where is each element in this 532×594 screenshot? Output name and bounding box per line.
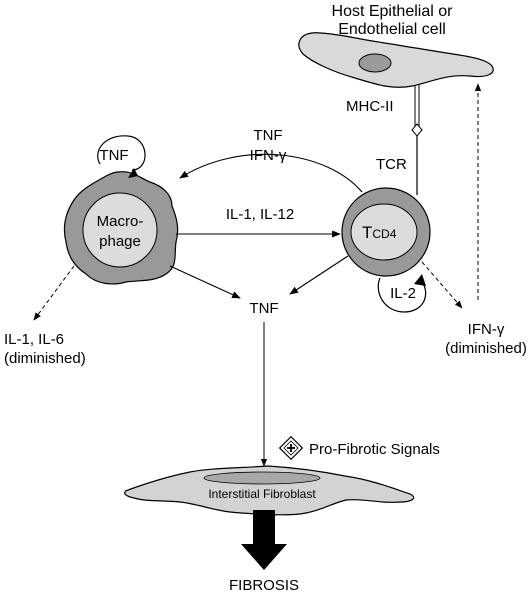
plus-diamond-icon: [278, 435, 304, 461]
macrophage-to-il16-arrow: [33, 265, 75, 321]
tcell-label: TCD4: [362, 223, 397, 242]
host-cell-shape: [298, 32, 494, 88]
top-arrow-label-2: IFN-γ: [250, 147, 287, 164]
macrophage-label-2: phage: [99, 233, 141, 250]
host-cell-label: Host Epithelial or: [332, 3, 454, 20]
tnf-center-label: TNF: [249, 300, 278, 317]
fibroblast-nucleus: [203, 471, 321, 485]
il2-autocrine-loop: [377, 277, 427, 313]
tnf-autocrine-loop: [97, 135, 146, 171]
il2-autocrine-arrowhead: [414, 274, 426, 286]
tcr-label: TCR: [376, 156, 407, 173]
il16-label-2: (diminished): [4, 350, 86, 367]
mhc-label: MHC-II: [346, 98, 394, 115]
macrophage-label: Macro-: [97, 213, 144, 230]
mid-arrow-label: IL-1, IL-12: [226, 206, 294, 223]
macrophage-nucleus: [82, 192, 158, 268]
macrophage-to-tnf-arrow: [169, 265, 241, 299]
fibroblast-label: Interstitial Fibroblast: [208, 487, 316, 501]
top-arrow-label: TNF: [253, 127, 282, 144]
tcell-to-ifn-arrow: [421, 261, 463, 309]
il2-label: IL-2: [390, 285, 416, 302]
il16-label: IL-1, IL-6: [4, 331, 64, 348]
mhc-tcr-connector: [411, 85, 423, 195]
tcell-to-tnf-arrow: [289, 255, 349, 295]
tcell-to-macrophage-arrow: [179, 153, 363, 193]
host-cell-label-2: Endothelial cell: [338, 21, 446, 38]
host-cell-nucleus: [358, 53, 392, 73]
ifn-label: IFN-γ: [468, 321, 505, 338]
ifn-label-2: (diminished): [445, 340, 527, 357]
tnf-loop-label: TNF: [99, 147, 128, 164]
fibroblast-cell: [124, 465, 415, 516]
fibrosis-arrow: [241, 510, 287, 570]
tnf-autocrine-arrowhead: [128, 168, 138, 178]
pro-fibrotic-label: Pro-Fibrotic Signals: [309, 441, 440, 458]
tcell-nucleus: [350, 203, 418, 261]
fibrosis-label: FIBROSIS: [229, 577, 299, 594]
